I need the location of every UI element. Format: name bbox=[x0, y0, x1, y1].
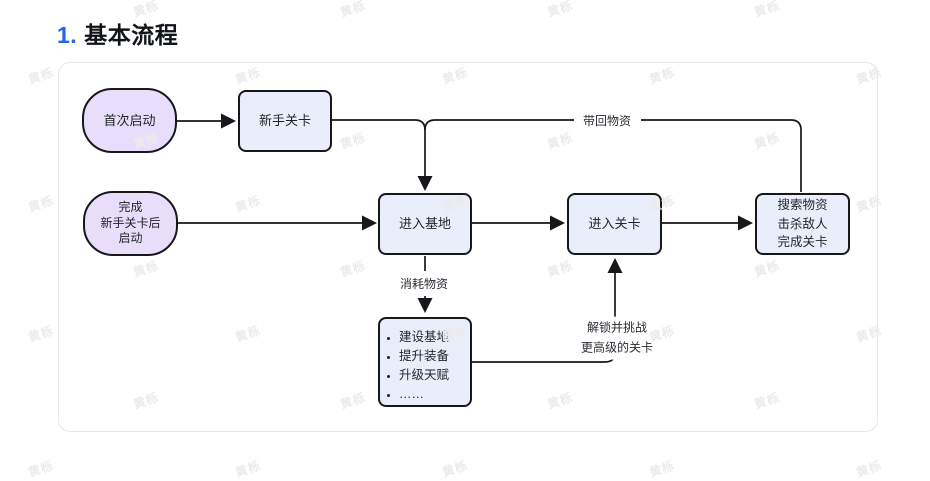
node-level-actions-label: 搜索物资 击杀敌人 完成关卡 bbox=[777, 197, 828, 250]
node-tutorial-level-label: 新手关卡 bbox=[258, 113, 311, 129]
node-enter-base-label: 进入基地 bbox=[398, 216, 451, 232]
title-number: 1. bbox=[57, 22, 78, 48]
node-first-launch-label: 首次启动 bbox=[103, 112, 156, 128]
flow-edge-bringback-drop bbox=[417, 119, 574, 192]
flow-edge-tutorial-enterbase bbox=[332, 119, 426, 131]
title-text: 基本流程 bbox=[84, 22, 179, 48]
node-enter-base: 进入基地 bbox=[378, 193, 472, 255]
edge-label-bring-back-supplies: 带回物资 bbox=[577, 109, 637, 133]
edge-label-consume-supplies: 消耗物资 bbox=[394, 272, 454, 296]
node-post-tutorial-launch: 完成 新手关卡后 启动 bbox=[83, 191, 178, 256]
list-item: …… bbox=[399, 385, 449, 403]
edge-label-unlock-challenge: 解锁并挑战 更高级的关卡 bbox=[575, 316, 659, 360]
node-tutorial-level: 新手关卡 bbox=[238, 90, 332, 152]
list-item: 升级天赋 bbox=[399, 366, 449, 384]
flow-edge-actions-return bbox=[641, 119, 802, 192]
node-post-tutorial-launch-label: 完成 新手关卡后 启动 bbox=[100, 199, 161, 246]
node-enter-level-label: 进入关卡 bbox=[588, 216, 641, 232]
node-enter-level: 进入关卡 bbox=[567, 193, 662, 255]
base-upgrades-list: 建设基地提升装备升级天赋…… bbox=[382, 327, 449, 405]
list-item: 建设基地 bbox=[399, 328, 449, 346]
node-first-launch: 首次启动 bbox=[82, 88, 177, 153]
list-item: 提升装备 bbox=[399, 347, 449, 365]
node-level-actions: 搜索物资 击杀敌人 完成关卡 bbox=[755, 193, 850, 255]
page-title: 1.基本流程 bbox=[57, 16, 178, 50]
node-base-upgrades: 建设基地提升装备升级天赋…… bbox=[378, 317, 472, 407]
